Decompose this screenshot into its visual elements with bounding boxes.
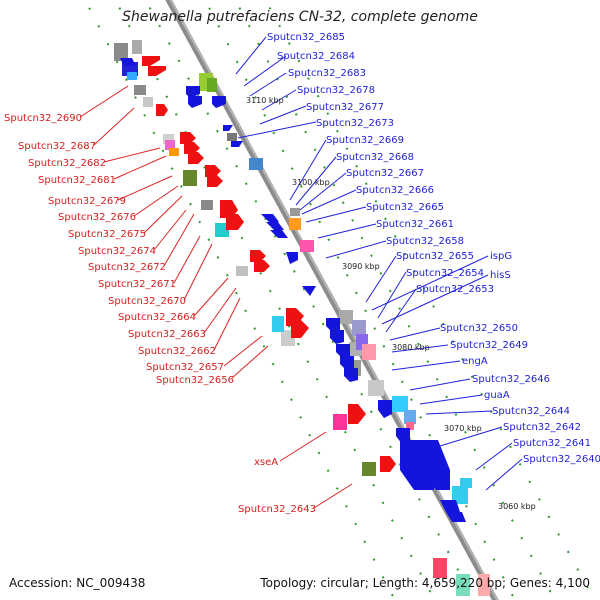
accession-text: Accession: NC_009438 bbox=[9, 576, 146, 590]
gene-arrows-blue bbox=[120, 58, 466, 522]
gene-label[interactable]: Sputcn32_2674 bbox=[78, 246, 156, 257]
gene-label[interactable]: Sputcn32_2679 bbox=[48, 196, 126, 207]
gene-label[interactable]: Sputcn32_2642 bbox=[503, 422, 581, 433]
gene-label[interactable]: Sputcn32_2678 bbox=[297, 85, 375, 96]
gene-label[interactable]: Sputcn32_2682 bbox=[28, 158, 106, 169]
gene-label[interactable]: Sputcn32_2643 bbox=[238, 504, 316, 515]
gene-label[interactable]: Sputcn32_2664 bbox=[118, 312, 196, 323]
kbp-marker: 3090 kbp bbox=[342, 262, 380, 271]
left-labels: Sputcn32_2690 Sputcn32_2687 Sputcn32_268… bbox=[4, 113, 316, 515]
gene-label[interactable]: Sputcn32_2683 bbox=[288, 68, 366, 79]
gene-label[interactable]: Sputcn32_2684 bbox=[277, 51, 355, 62]
gene-label[interactable]: Sputcn32_2640 bbox=[523, 454, 600, 465]
kbp-marker: 3110 kbp bbox=[246, 96, 284, 105]
kbp-marker: 3100 kbp bbox=[292, 178, 330, 187]
gene-label[interactable]: Sputcn32_2657 bbox=[146, 362, 224, 373]
gene-label[interactable]: Sputcn32_2673 bbox=[316, 118, 394, 129]
gene-blocks-colored bbox=[122, 62, 490, 596]
kbp-markers: 3110 kbp 3100 kbp 3090 kbp 3080 kbp 3070… bbox=[246, 96, 536, 511]
gene-label[interactable]: xseA bbox=[254, 457, 278, 468]
gene-label[interactable]: guaA bbox=[484, 390, 510, 401]
kbp-marker: 3070 kbp bbox=[444, 424, 482, 433]
gene-label[interactable]: Sputcn32_2646 bbox=[472, 374, 550, 385]
gene-label[interactable]: Sputcn32_2644 bbox=[492, 406, 570, 417]
gene-label[interactable]: Sputcn32_2685 bbox=[267, 32, 345, 43]
gene-label[interactable]: Sputcn32_2653 bbox=[416, 284, 494, 295]
left-connectors bbox=[79, 85, 353, 509]
topology-text: Topology: circular; Length: 4,659,220 bp… bbox=[260, 576, 590, 590]
gene-label[interactable]: ispG bbox=[490, 251, 512, 262]
gene-label[interactable]: Sputcn32_2670 bbox=[108, 296, 186, 307]
gene-label[interactable]: Sputcn32_2650 bbox=[440, 323, 518, 334]
gene-label[interactable]: Sputcn32_2658 bbox=[386, 236, 464, 247]
gene-label[interactable]: Sputcn32_2661 bbox=[376, 219, 454, 230]
gene-label[interactable]: Sputcn32_2671 bbox=[98, 279, 176, 290]
gene-label[interactable]: Sputcn32_2654 bbox=[406, 268, 484, 279]
gene-label[interactable]: Sputcn32_2675 bbox=[68, 229, 146, 240]
gene-label[interactable]: Sputcn32_2676 bbox=[58, 212, 136, 223]
gene-label[interactable]: Sputcn32_2667 bbox=[346, 168, 424, 179]
gene-label[interactable]: Sputcn32_2663 bbox=[128, 329, 206, 340]
gene-label[interactable]: Sputcn32_2669 bbox=[326, 135, 404, 146]
gene-label[interactable]: Sputcn32_2641 bbox=[513, 438, 591, 449]
gene-label[interactable]: Sputcn32_2666 bbox=[356, 185, 434, 196]
gene-label[interactable]: Sputcn32_2668 bbox=[336, 152, 414, 163]
right-connectors bbox=[235, 36, 523, 491]
gene-label[interactable]: Sputcn32_2655 bbox=[396, 251, 474, 262]
guide-lines bbox=[84, 0, 596, 600]
page-title: Shewanella putrefaciens CN-32, complete … bbox=[122, 9, 478, 25]
gene-label[interactable]: Sputcn32_2662 bbox=[138, 346, 216, 357]
kbp-marker: 3080 kbp bbox=[392, 343, 430, 352]
gene-label[interactable]: Sputcn32_2690 bbox=[4, 113, 82, 124]
gene-label[interactable]: Sputcn32_2681 bbox=[38, 175, 116, 186]
gene-label[interactable]: Sputcn32_2649 bbox=[450, 340, 528, 351]
gene-label[interactable]: Sputcn32_2672 bbox=[88, 262, 166, 273]
kbp-marker: 3060 kbp bbox=[498, 502, 536, 511]
gene-label[interactable]: Sputcn32_2656 bbox=[156, 375, 234, 386]
gene-label[interactable]: engA bbox=[462, 356, 488, 367]
gene-label[interactable]: hisS bbox=[490, 270, 511, 281]
gene-label[interactable]: Sputcn32_2687 bbox=[18, 141, 96, 152]
gene-label[interactable]: Sputcn32_2677 bbox=[306, 102, 384, 113]
right-labels: Sputcn32_2685 Sputcn32_2684 Sputcn32_268… bbox=[267, 32, 600, 465]
gene-label[interactable]: Sputcn32_2665 bbox=[366, 202, 444, 213]
gene-arrows-red bbox=[142, 56, 396, 472]
